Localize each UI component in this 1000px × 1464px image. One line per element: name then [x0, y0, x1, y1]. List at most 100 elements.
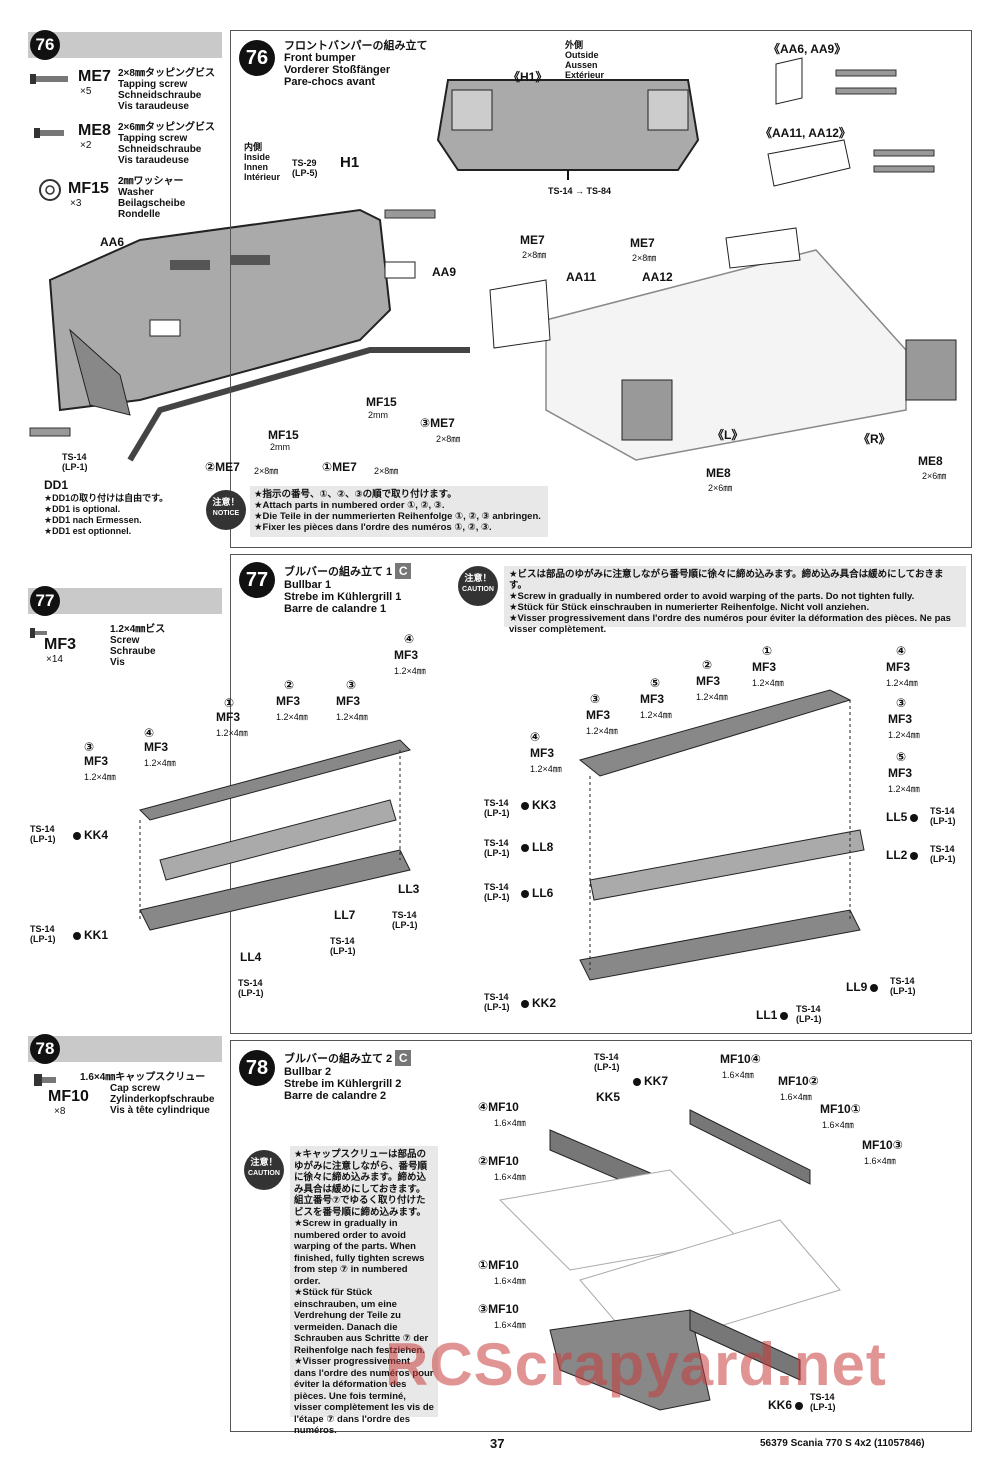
part-code: MF10	[48, 1088, 89, 1105]
caution-text: ★Screw in gradually in numbered order to…	[509, 591, 915, 602]
part-desc: Schneidschraube	[118, 90, 202, 101]
step-76-header-bar	[28, 32, 222, 58]
part-label-mf3: MF3	[586, 708, 610, 722]
order-number: ①	[224, 696, 235, 710]
dd1-note: ★DD1 nach Ermessen.	[44, 515, 142, 525]
step-77-number: 77	[30, 586, 60, 616]
part-desc: Zylinderkopfschraube	[110, 1094, 215, 1105]
front-bumper-drawing	[29, 208, 470, 462]
part-code: MF3	[44, 636, 76, 653]
size-label: 1.2×4㎜	[530, 764, 562, 774]
part-label-mf3: MF3	[888, 766, 912, 780]
caution-badge-jp: 注意！	[250, 1157, 278, 1167]
size-label: 1.6×4㎜	[494, 1276, 526, 1286]
size-label: 1.6×4㎜	[722, 1070, 754, 1080]
part-label-mf10: MF10	[488, 1100, 519, 1114]
size-label: 1.2×4㎜	[586, 726, 618, 736]
paint-code: TS-14	[930, 806, 955, 816]
part-label-kk3: KK3	[532, 798, 557, 812]
caution-text: ★キャップスクリューは部品のゆがみに注意しながら、番号順に徐々に締め込みます。締…	[294, 1149, 428, 1218]
notice-text: ★指示の番号、①、②、③の順で取り付けます。	[254, 489, 457, 500]
order-number: ②	[702, 658, 713, 672]
part-desc-jp: 1.2×4㎜ビス	[110, 624, 166, 635]
notice-box: ★指示の番号、①、②、③の順で取り付けます。 ★Attach parts in …	[250, 486, 548, 537]
order-number: ③	[896, 696, 907, 710]
aa11-aa12-label: 《AA11, AA12》	[760, 126, 851, 140]
paint-code: (LP-1)	[330, 946, 356, 956]
h1-bracket-label: 《H1》	[508, 70, 548, 84]
aa6-aa9-label: 《AA6, AA9》	[768, 42, 847, 56]
paint-code: TS-14	[238, 978, 263, 988]
order-number: ④	[478, 1100, 489, 1114]
step-78-number: 78	[30, 1034, 60, 1064]
order-number: ③	[590, 692, 601, 706]
part-label-ll8: LL8	[532, 840, 554, 854]
size-label: 2×8㎜	[436, 434, 461, 444]
order-number: ④	[530, 730, 541, 744]
notice-badge: 注意！ NOTICE	[206, 490, 246, 530]
paint-code: TS-14	[484, 992, 509, 1002]
part-desc-jp: 1.6×4㎜キャップスクリュー	[80, 1072, 206, 1083]
part-label-mf15: MF15	[268, 428, 299, 442]
step-78-header-bar	[28, 1036, 222, 1062]
part-desc: Rondelle	[118, 209, 161, 220]
caution-badge-en: CAUTION	[462, 586, 494, 593]
bullbar-1-left-drawing	[139, 739, 411, 931]
caution-text: ★Visser progressivement dans l'ordre des…	[509, 613, 951, 635]
part-label-me8: ME8	[918, 454, 943, 468]
step-title-en: Front bumper	[284, 52, 356, 64]
caution-badge-jp: 注意！	[464, 573, 492, 583]
paint-code: TS-14	[484, 798, 509, 808]
order-number: ①	[850, 1102, 861, 1116]
part-label-kk2: KK2	[532, 996, 557, 1010]
part-code: MF15	[68, 180, 109, 197]
caution-box: ★キャップスクリューは部品のゆがみに注意しながら、番号順に徐々に締め込みます。締…	[290, 1146, 438, 1436]
notice-badge-jp: 注意！	[212, 497, 240, 507]
part-label-mf10: MF10	[488, 1258, 519, 1272]
paint-code: TS-29	[292, 158, 317, 168]
part-desc: Vis taraudeuse	[118, 155, 189, 166]
paint-dot-icon	[795, 1401, 804, 1410]
size-label: 1.6×4㎜	[494, 1172, 526, 1182]
part-desc: Cap screw	[110, 1083, 161, 1094]
part-label-mf10: MF10	[862, 1138, 893, 1152]
step-title-fr: Barre de calandre 1	[284, 603, 387, 615]
size-label: 1.2×4㎜	[216, 728, 248, 738]
paint-code: TS-14	[484, 838, 509, 848]
size-label: 2×6㎜	[922, 471, 947, 481]
size-label: 1.2×4㎜	[888, 784, 920, 794]
part-desc: Schneidschraube	[118, 144, 202, 155]
part-label-h1: H1	[340, 154, 360, 171]
paint-code: TS-14	[30, 824, 55, 834]
paint-code: (LP-1)	[930, 854, 956, 864]
paint-dot-icon	[870, 983, 879, 992]
paint-dot-icon	[521, 889, 529, 898]
size-label: 1.6×4㎜	[822, 1120, 854, 1130]
step-title-jp: フロントバンパーの組み立て	[284, 40, 428, 52]
part-label-mf10: MF10	[820, 1102, 851, 1116]
paint-code: (LP-1)	[484, 892, 510, 902]
size-label: 1.2×4㎜	[144, 758, 176, 768]
paint-code: (LP-1)	[484, 808, 510, 818]
part-desc: Vis	[110, 657, 125, 668]
part-desc-jp: 2×6㎜タッピングビス	[118, 122, 215, 133]
part-label-mf15: MF15	[366, 395, 397, 409]
part-label-ll9: LL9	[846, 980, 868, 994]
part-label-me7: ①ME7	[322, 460, 357, 474]
paint-code: (LP-1)	[484, 848, 510, 858]
size-label: 1.6×4㎜	[780, 1092, 812, 1102]
paint-code: (LP-1)	[930, 816, 956, 826]
order-number: ③	[892, 1138, 903, 1152]
caution-badge: 注意！ CAUTION	[244, 1150, 284, 1190]
part-code: ME7	[78, 68, 111, 85]
size-label: 1.6×4㎜	[864, 1156, 896, 1166]
step-title-jp: ブルバーの組み立て 2	[284, 1053, 393, 1065]
aa11-aa12-drawing	[767, 139, 935, 187]
order-number: ②	[478, 1154, 489, 1168]
size-label: 1.2×4㎜	[640, 710, 672, 720]
size-label: 1.2×4㎜	[394, 666, 426, 676]
step-78-panel	[230, 1040, 972, 1432]
part-label-kk6: KK6	[768, 1398, 793, 1412]
part-label-me7: ③ME7	[420, 416, 455, 430]
part-label-mf3: MF3	[530, 746, 554, 760]
